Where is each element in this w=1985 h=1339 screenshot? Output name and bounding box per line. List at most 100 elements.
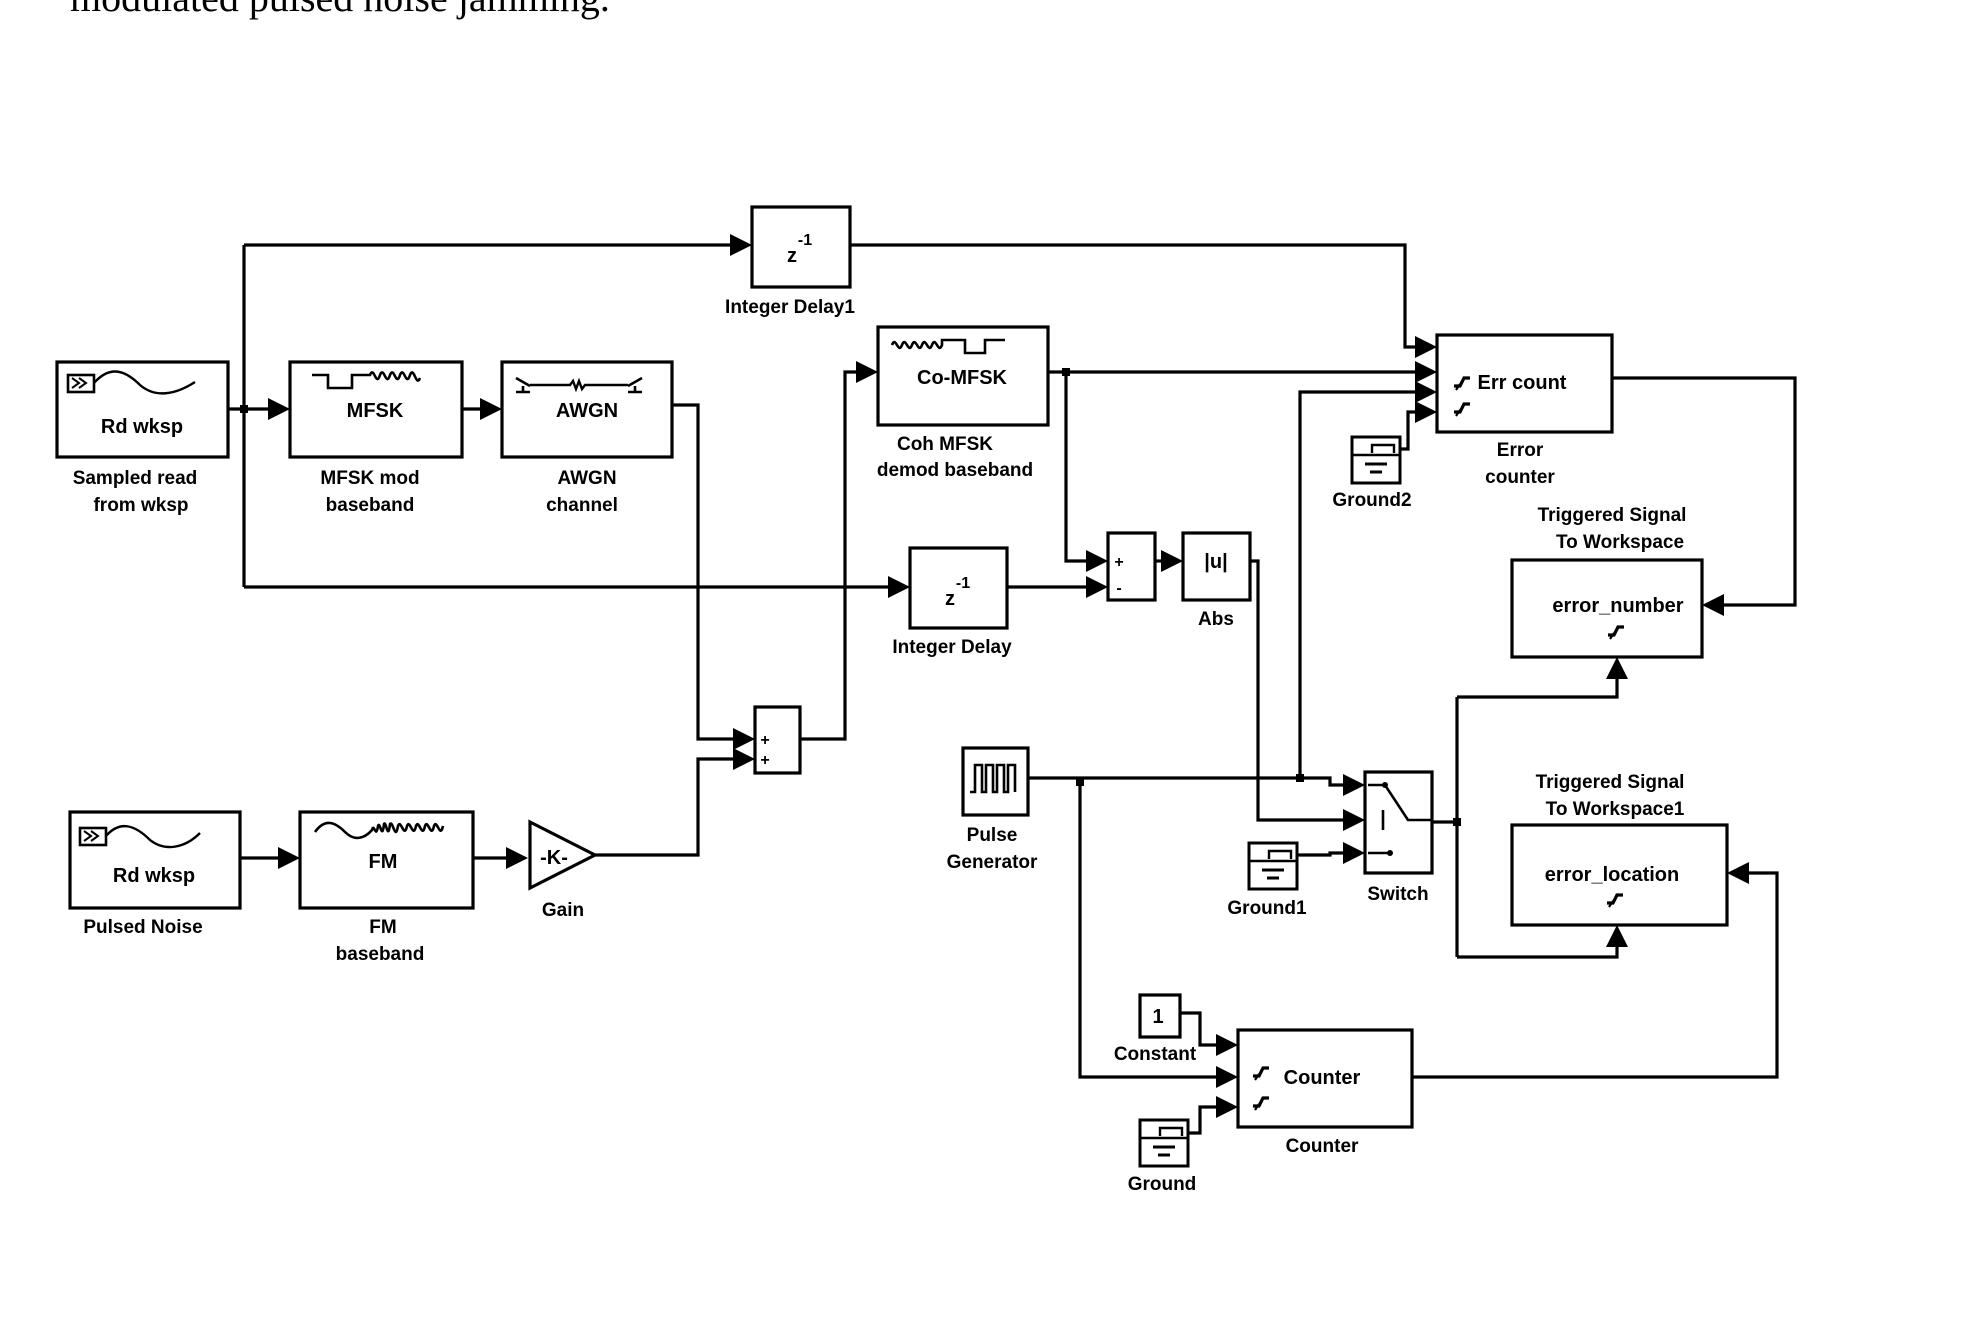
block-error-counter[interactable]: Err count Error counter [1435,333,1614,488]
wire-ground1-to-switch [1297,851,1345,857]
block-label: from wksp [93,495,188,516]
block-label: baseband [326,495,415,516]
wire-pulse-to-counter [1078,778,1218,1079]
block-ground2[interactable]: Ground2 [1332,435,1412,511]
block-inner-text: error_location [1545,864,1679,886]
ground-icon [1138,1118,1190,1168]
block-label: channel [546,495,618,516]
block-label: Integer Delay [892,637,1012,658]
wire-errcount-to-trig-ws [1612,376,1797,607]
block-triggered-to-workspace1[interactable]: Triggered Signal To Workspace1 error_loc… [1510,772,1729,927]
wire-pulse-to-errcount [1298,390,1415,778]
wire-switch-to-trig-ws [1457,677,1619,699]
block-label: Switch [1367,884,1428,905]
block-inner-text: z [787,245,797,267]
block-counter[interactable]: Counter Counter [1236,1028,1414,1157]
block-triggered-to-workspace[interactable]: Triggered Signal To Workspace error_numb… [1510,505,1704,659]
sum-sign-plus: + [1114,554,1123,571]
block-sum[interactable]: + - [1106,531,1157,602]
block-inner-text: -K- [540,847,568,869]
block-switch[interactable]: Switch [1363,770,1434,905]
block-label: Triggered Signal [1536,772,1685,793]
block-label: baseband [336,944,425,965]
block-label: FM [369,917,396,938]
block-label: demod baseband [877,460,1033,481]
wire-counter-to-trig-ws1 [1412,871,1779,1079]
block-inner-text: Counter [1284,1067,1361,1089]
mfsk-waveform-icon [312,371,422,390]
block-inner-exponent: -1 [798,232,812,249]
block-inner-text: 1 [1152,1006,1163,1028]
block-mfsk-mod[interactable]: MFSK MFSK mod baseband [288,360,464,516]
block-label: Coh MFSK [897,434,993,455]
block-label: Ground1 [1227,898,1307,919]
block-inner-text: Rd wksp [101,416,183,438]
block-label: counter [1485,467,1555,488]
block-coh-mfsk-demod[interactable]: Co-MFSK Coh MFSK demod baseband [876,325,1050,481]
block-inner-text: error_number [1552,595,1683,617]
switch-icon [1368,782,1432,856]
wire-ground2-to-errcount [1400,410,1415,451]
block-label: To Workspace [1556,532,1684,553]
wire-pulse-to-switch [1028,776,1345,787]
block-label: Sampled read [73,468,198,489]
block-label: Pulse [967,825,1018,846]
wire-adder-to-comfsk [800,370,858,741]
ground-icon [1247,841,1299,891]
block-awgn-channel[interactable]: AWGN AWGN channel [500,360,674,516]
wire-intdelay1-to-errcount [850,243,1415,349]
block-inner-text: MFSK [347,400,404,422]
block-label: Ground [1128,1174,1197,1195]
block-ground1[interactable]: Ground1 [1227,841,1307,919]
block-label: Error [1497,440,1544,461]
block-label: Constant [1114,1044,1197,1065]
block-label: Generator [947,852,1038,873]
block-inner-text: Err count [1478,372,1567,394]
block-label: Ground2 [1332,490,1411,511]
block-inner-text: FM [369,851,398,873]
block-integer-delay[interactable]: z -1 Integer Delay [892,546,1012,658]
adder-sign-plus: + [760,752,769,769]
from-workspace-icon [78,825,201,849]
wire-awgn-to-adder [672,403,735,741]
awgn-channel-icon [515,376,643,394]
block-inner-text: Rd wksp [113,865,195,887]
signal-wires [228,243,1797,1135]
arrowheads [268,234,1749,1118]
block-sampled-read[interactable]: Rd wksp Sampled read from wksp [55,360,230,516]
block-pulse-generator[interactable]: Pulse Generator [947,746,1038,873]
block-abs[interactable]: |u| Abs [1181,531,1252,630]
wire-comfsk-to-sum [1064,372,1088,563]
fm-waveform-icon [313,821,445,840]
from-workspace-icon [66,370,196,395]
wire-ground-to-counter [1188,1105,1218,1135]
block-label: Gain [542,900,584,921]
block-label: Triggered Signal [1538,505,1687,526]
block-inner-text: AWGN [556,400,618,422]
wire-abs-to-switch [1250,559,1345,822]
wire-switch-to-trig-ws1 [1457,945,1619,959]
block-label: To Workspace1 [1546,799,1685,820]
block-inner-text: Co-MFSK [917,367,1008,389]
wire-constant-to-counter [1180,1011,1218,1047]
page-caption: modulated pulsed noise jamming. [70,0,610,21]
block-integer-delay1[interactable]: z -1 Integer Delay1 [725,205,855,318]
adder-sign-plus: + [760,732,769,749]
block-fm-baseband[interactable]: FM FM baseband [298,810,475,965]
block-inner-text: |u| [1204,551,1227,573]
block-label: Pulsed Noise [83,917,202,938]
mfsk-waveform-icon [890,338,1005,355]
ground-icon [1350,435,1402,485]
wire-gain-to-adder [595,757,735,857]
block-adder[interactable]: + + [753,705,802,775]
block-label: Abs [1198,609,1234,630]
pulse-train-icon [970,763,1017,794]
block-constant[interactable]: 1 Constant [1114,993,1197,1065]
block-gain[interactable]: -K- Gain [528,819,599,921]
block-inner-exponent: -1 [956,575,970,592]
block-pulsed-noise[interactable]: Rd wksp Pulsed Noise [68,810,242,938]
sum-sign-minus: - [1116,580,1121,597]
block-label: MFSK mod [320,468,419,489]
block-ground[interactable]: Ground [1128,1118,1197,1195]
